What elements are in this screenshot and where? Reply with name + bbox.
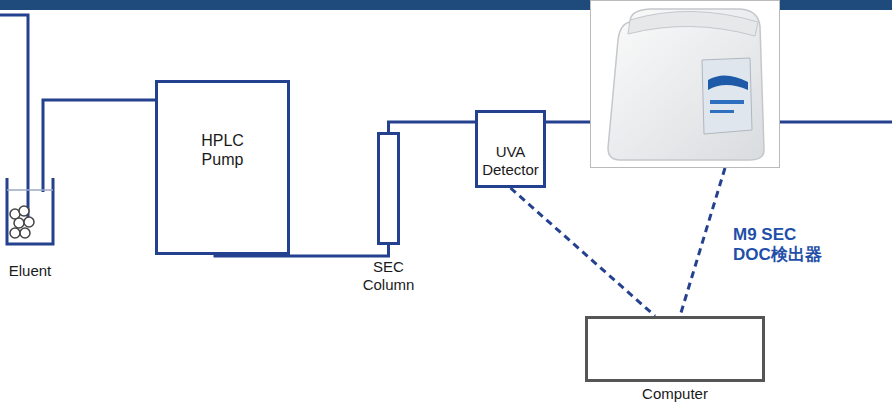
device-panel — [702, 58, 752, 134]
flow-line — [43, 100, 155, 192]
device-body — [608, 9, 764, 160]
node-label: HPLC Pump — [183, 131, 263, 169]
eluent-beaker: Eluent — [5, 178, 55, 246]
beaker-outline — [7, 178, 53, 244]
detector-box: UVA Detector — [475, 110, 546, 188]
column-symbol: SEC Column — [377, 132, 400, 245]
liquid-level — [7, 189, 53, 191]
device-logo — [708, 75, 748, 90]
device-stripe — [710, 100, 744, 104]
pump-box: HPLC Pump — [155, 80, 290, 255]
bubble — [10, 228, 20, 238]
flow-line — [546, 121, 590, 124]
signal-line — [511, 188, 656, 316]
bubble — [14, 218, 24, 228]
signal-line — [680, 168, 725, 316]
device-stripe — [710, 110, 734, 113]
node-label: UVA Detector — [482, 143, 539, 179]
computer-box: Computer — [585, 316, 765, 382]
doc-detector-device: M9 SEC DOC検出器 — [590, 0, 780, 168]
outlet-line — [780, 121, 892, 124]
flow-line — [389, 122, 476, 132]
supply-tube — [0, 15, 28, 218]
bubble — [24, 217, 34, 227]
device-illustration — [590, 0, 780, 168]
photo-frame — [591, 1, 780, 168]
node-label: Computer — [615, 385, 735, 403]
bubble — [20, 228, 30, 238]
bubble — [19, 206, 29, 216]
device-handle — [628, 11, 758, 36]
node-label: SEC Column — [358, 258, 420, 294]
beaker-drawing — [5, 178, 55, 246]
node-label: M9 SEC DOC検出器 — [733, 225, 827, 266]
node-label: Eluent — [0, 262, 65, 280]
